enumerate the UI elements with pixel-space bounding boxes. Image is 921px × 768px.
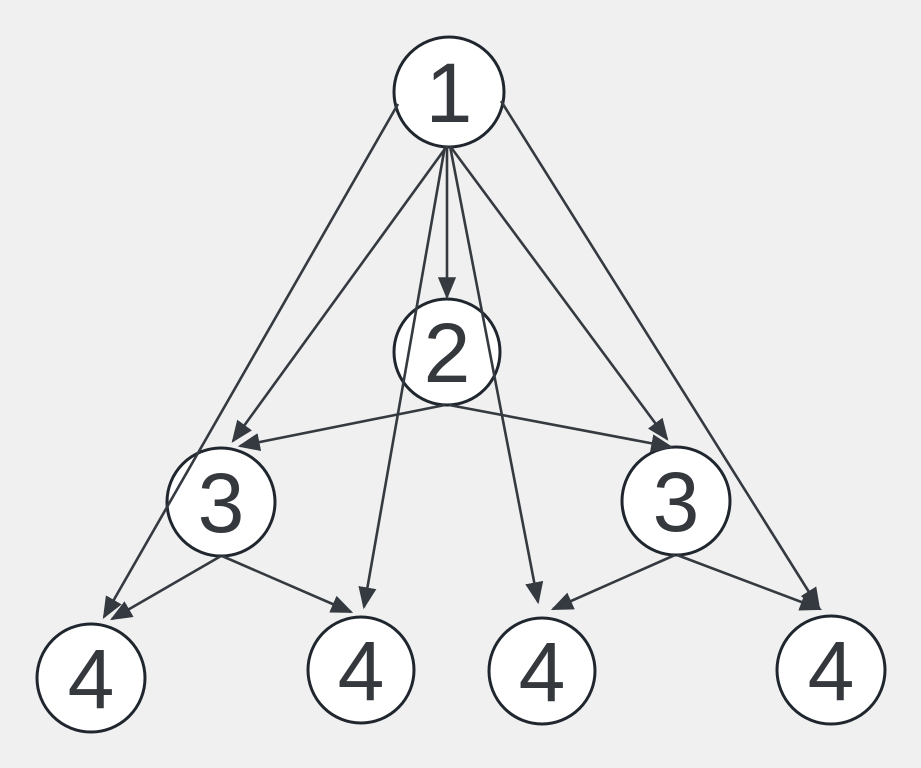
- node-4-first-label: 4: [68, 632, 115, 726]
- node-4-fourth[interactable]: [775, 614, 887, 726]
- node-4-second-label: 4: [338, 624, 385, 718]
- edge-n2-n3r[interactable]: [448, 403, 674, 453]
- edge-n1-n4c[interactable]: [448, 145, 544, 605]
- edge-n3r-n4d[interactable]: [676, 553, 823, 611]
- edge-n3l-n4b[interactable]: [221, 554, 354, 614]
- node-1-label: 1: [426, 46, 473, 140]
- edge-n3l-n4a[interactable]: [109, 554, 222, 621]
- edge-n1-n4b[interactable]: [358, 145, 447, 610]
- node-4-third[interactable]: [487, 616, 597, 726]
- node-4-first[interactable]: [35, 622, 147, 734]
- node-2-label: 2: [424, 306, 471, 400]
- node-3-right[interactable]: [620, 445, 732, 557]
- node-4-second[interactable]: [306, 615, 416, 725]
- node-3-left-label: 3: [198, 456, 245, 550]
- edge-n1-n4d[interactable]: [499, 100, 821, 610]
- node-3-right-label: 3: [653, 455, 700, 549]
- edge-n1-n4a[interactable]: [102, 103, 400, 620]
- edge-n1-n3l[interactable]: [231, 145, 449, 443]
- edge-n1-n3r[interactable]: [448, 145, 669, 441]
- edge-n2-n3l[interactable]: [237, 403, 446, 452]
- edge-n3r-n4c[interactable]: [550, 553, 676, 611]
- node-4-fourth-label: 4: [808, 624, 855, 718]
- node-4-third-label: 4: [519, 625, 566, 719]
